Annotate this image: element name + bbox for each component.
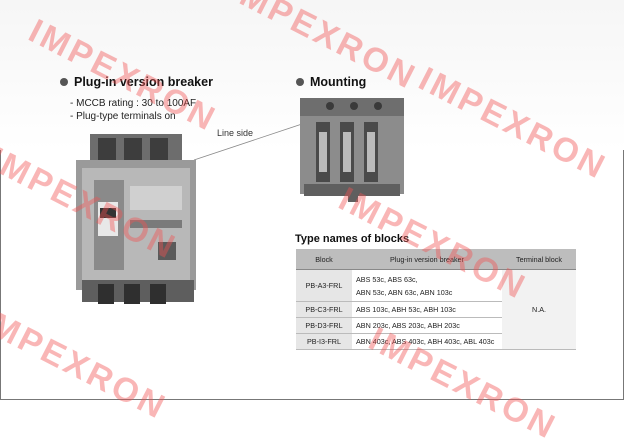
line-side-label: Line side — [217, 128, 254, 138]
table-header-row: Block Plug-in version breaker Terminal b… — [296, 249, 576, 270]
mounting-heading: Mounting — [296, 75, 366, 89]
description-list: - MCCB rating : 30 to 100AF - Plug-type … — [70, 97, 196, 123]
block-cell: PB-I3-FRL — [296, 333, 352, 350]
type-names-title: Type names of blocks — [295, 233, 410, 245]
version-cell: ABN 203c, ABS 203c, ABH 203c — [352, 317, 502, 334]
version-cell: ABS 53c, ABS 63c, ABN 53c, ABN 63c, ABN … — [352, 269, 502, 302]
bullet-icon — [60, 78, 68, 86]
table-row: PB-I3-FRL ABN 403c, ABS 403c, ABH 403c, … — [296, 333, 576, 350]
bullet-icon — [296, 78, 304, 86]
mounting-block-illustration — [300, 98, 404, 202]
leader-line — [193, 123, 303, 161]
header-block: Block — [296, 249, 352, 270]
block-cell: PB-C3-FRL — [296, 301, 352, 318]
table-row: PB-D3-FRL ABN 203c, ABS 203c, ABH 203c — [296, 317, 576, 334]
plug-in-heading: Plug-in version breaker — [60, 75, 213, 89]
version-cell: ABS 103c, ABH 53c, ABH 103c — [352, 301, 502, 318]
header-version: Plug-in version breaker — [352, 249, 502, 270]
table-row: PB-A3-FRL ABS 53c, ABS 63c, ABN 53c, ABN… — [296, 269, 576, 350]
version-cell: ABN 403c, ABS 403c, ABH 403c, ABL 403c — [352, 333, 502, 350]
breaker-illustration — [76, 134, 196, 304]
table-row: PB-C3-FRL ABS 103c, ABH 53c, ABH 103c — [296, 301, 576, 318]
block-type-table: Block Plug-in version breaker Terminal b… — [296, 249, 576, 350]
terminal-cell: N.A. — [502, 269, 576, 350]
version-line: ABN 53c, ABN 63c, ABN 103c — [356, 287, 453, 297]
version-line: ABS 53c, ABS 63c, — [356, 274, 418, 284]
plug-type-line: - Plug-type terminals on — [70, 111, 176, 122]
block-cell: PB-D3-FRL — [296, 317, 352, 334]
mccb-rating-line: - MCCB rating : 30 to 100AF — [70, 98, 197, 109]
header-terminal: Terminal block — [502, 249, 576, 270]
block-cell: PB-A3-FRL — [296, 269, 352, 302]
mounting-heading-text: Mounting — [310, 75, 367, 89]
plug-in-heading-text: Plug-in version breaker — [74, 75, 213, 89]
